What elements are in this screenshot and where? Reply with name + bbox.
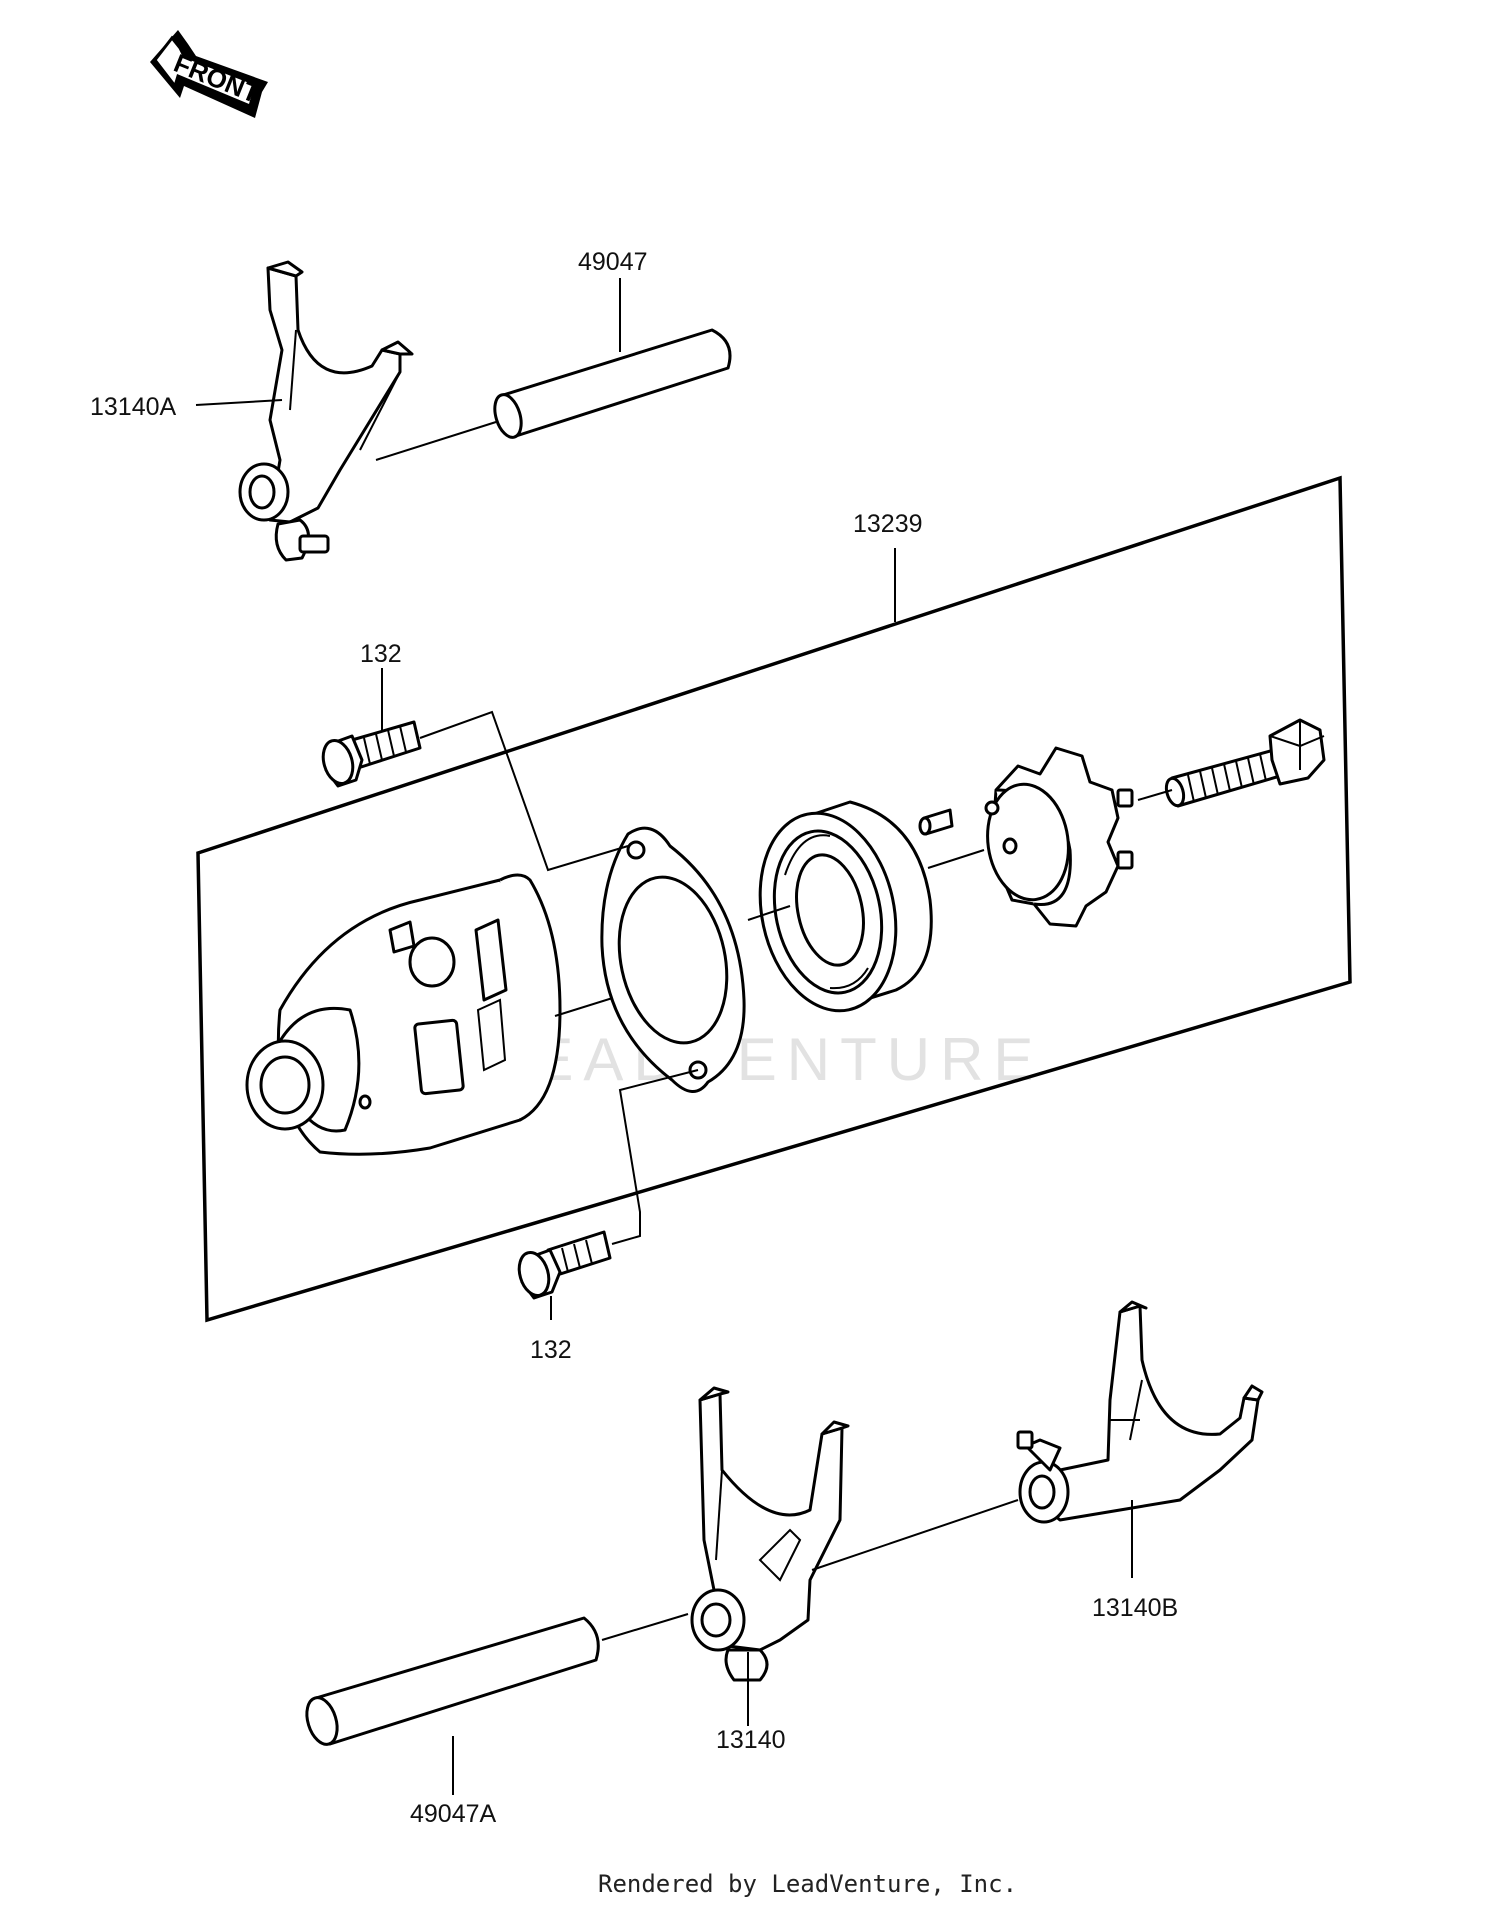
label-49047a: 49047A bbox=[410, 1800, 497, 1828]
shift-drum-cam[interactable] bbox=[980, 746, 1134, 928]
label-13140: 13140 bbox=[716, 1726, 786, 1754]
footer-credit: Rendered by LeadVenture, Inc. bbox=[598, 1870, 1017, 1898]
ball-bearing[interactable] bbox=[743, 800, 933, 1023]
shift-rod-49047[interactable] bbox=[490, 328, 732, 441]
watermark: LEADVENTURE bbox=[490, 1026, 1043, 1093]
front-arrow-icon: FRONT bbox=[150, 30, 268, 118]
label-13239: 13239 bbox=[853, 510, 923, 538]
drum-cam-bolt[interactable] bbox=[1163, 718, 1326, 808]
label-13140a: 13140A bbox=[90, 393, 177, 421]
shift-drum[interactable] bbox=[245, 873, 562, 1156]
shift-fork-13140a[interactable] bbox=[238, 260, 414, 562]
label-132-bottom: 132 bbox=[530, 1336, 572, 1364]
drum-pin[interactable] bbox=[918, 808, 954, 836]
label-13140b: 13140B bbox=[1092, 1594, 1178, 1622]
shift-rod-49047a[interactable] bbox=[302, 1616, 600, 1748]
shift-fork-13140[interactable] bbox=[690, 1386, 850, 1682]
flanged-bolt-132-bottom[interactable] bbox=[514, 1230, 612, 1300]
label-132-top: 132 bbox=[360, 640, 402, 668]
assembly-frame-13239 bbox=[196, 475, 1352, 1323]
flanged-bolt-132-top[interactable] bbox=[318, 720, 422, 788]
bearing-retainer-plate[interactable] bbox=[600, 826, 746, 1093]
shift-fork-13140b[interactable] bbox=[1016, 1300, 1264, 1524]
label-49047: 49047 bbox=[578, 248, 648, 276]
